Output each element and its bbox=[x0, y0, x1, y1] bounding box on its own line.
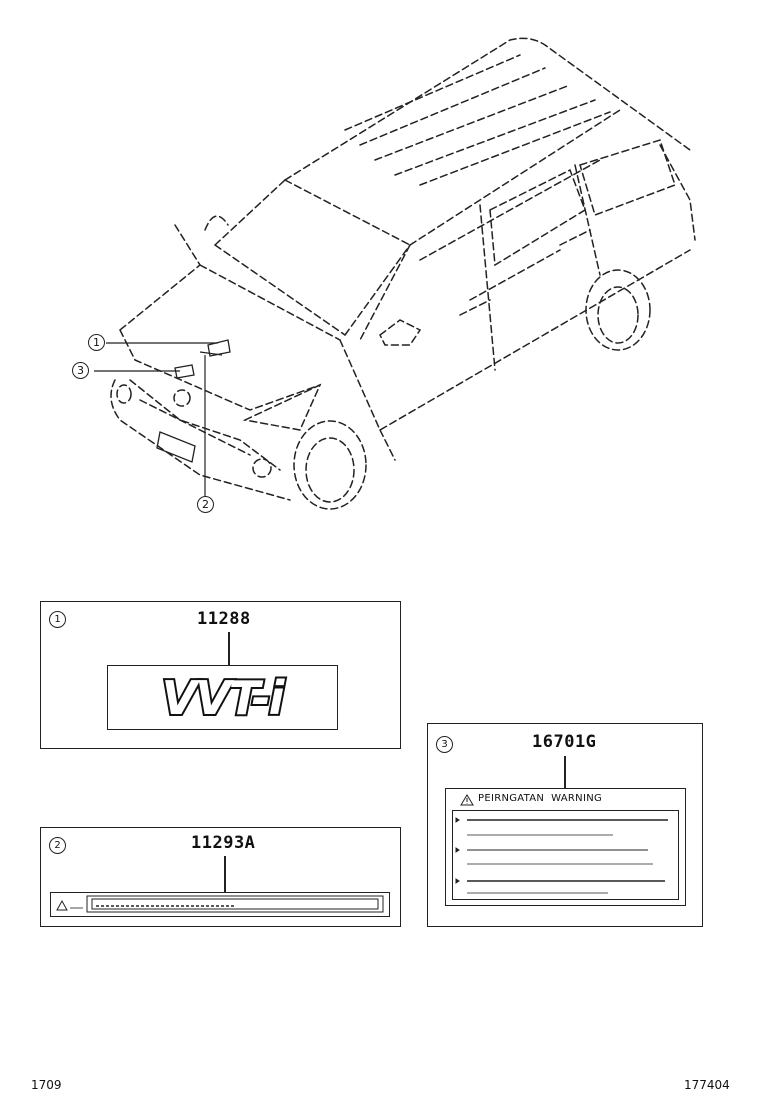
part-panel-3: 3 16701G PEIRNGATAN WARNING bbox=[427, 723, 703, 927]
callout-1: 1 bbox=[88, 334, 105, 351]
vehicle-illustration bbox=[94, 37, 696, 510]
footer-left-code: 1709 bbox=[31, 1078, 62, 1092]
warning-body bbox=[452, 810, 679, 900]
part-panel-2: 2 11293A bbox=[40, 827, 401, 927]
part-number-16701g: 16701G bbox=[532, 732, 597, 752]
leader-line bbox=[228, 632, 230, 666]
warning-heading: PEIRNGATAN WARNING bbox=[478, 793, 603, 804]
leader-line bbox=[224, 856, 226, 892]
callout-2: 2 bbox=[197, 496, 214, 513]
part-number-11288: 11288 bbox=[197, 609, 251, 629]
footer-right-code: 177404 bbox=[684, 1078, 730, 1092]
strip-label bbox=[50, 892, 390, 917]
vvti-emblem: VVT-i bbox=[107, 665, 338, 730]
panel-index-3: 3 bbox=[436, 736, 453, 753]
leader-line bbox=[564, 756, 566, 788]
warning-label: PEIRNGATAN WARNING bbox=[445, 788, 686, 906]
vvti-emblem-text: VVT-i bbox=[162, 671, 286, 725]
part-number-11293a: 11293A bbox=[191, 833, 256, 853]
panel-index-1: 1 bbox=[49, 611, 66, 628]
warning-triangle-icon bbox=[460, 794, 474, 806]
part-panel-1: 1 11288 VVT-i bbox=[40, 601, 401, 749]
panel-index-2: 2 bbox=[49, 837, 66, 854]
callout-3: 3 bbox=[72, 362, 89, 379]
